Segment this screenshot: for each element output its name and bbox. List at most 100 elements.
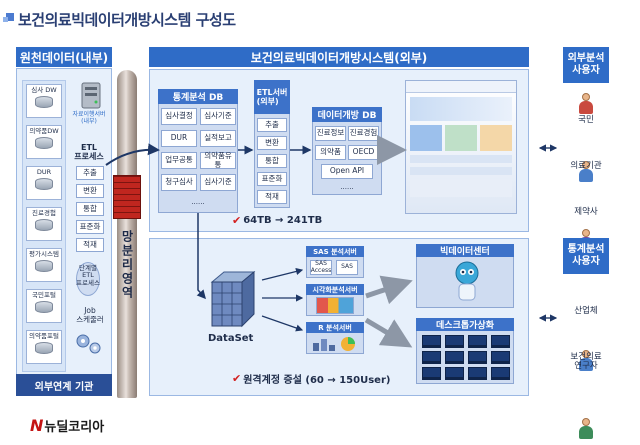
dataset-label: DataSet [208,333,254,344]
network-separation-label: 망분리영역 [120,230,134,300]
stat-db-cell: 의약품유통 [200,152,236,169]
stat-db-cell: 청구심사 [161,174,197,191]
open-db-cell: Open API [321,164,373,179]
etl-step-item: 추출 [76,166,104,180]
etl-server-step: 추출 [257,118,287,132]
virtual-desktop-monitor-icon [491,335,510,348]
virtual-desktop-monitor-icon [445,351,464,364]
sas-tag: SAS Access [310,259,332,275]
etl-server-title: ETL서버 (외부) [254,80,290,114]
user-icon [578,161,594,183]
left-header: 원천데이터(내부) [16,47,112,67]
database-icon [35,260,53,273]
source-db-label: DUR [36,168,52,176]
footer-logo: N뉴딜코리아 [30,416,104,435]
bigdata-center-title: 빅데이터센터 [416,244,514,257]
user-icon [578,350,594,372]
gear-cluster-icon [74,333,104,355]
virtual-desktop-monitor-icon [445,367,464,380]
stat-db-title: 통계분석 DB [158,89,238,104]
external-users-header: 외부분석 사용자 [563,47,609,83]
analysis-server-title: 시각화분석서버 [306,284,364,295]
source-db-label: 의약품DW [29,127,59,135]
server-icon [80,82,102,110]
dataset-cube-icon [202,268,262,330]
capacity-note: ✔ 64TB → 241TB [232,214,322,227]
user-icon [578,93,594,115]
stat-db-cell: 심사결정 [161,108,197,125]
database-icon [35,137,53,150]
stat-db-cell: 심사기준 [200,108,236,125]
open-db-ellipsis: ...... [340,183,354,191]
etl-step-item: 변환 [76,184,104,198]
source-db-label: 심사 DW [31,86,57,94]
check-icon: ✔ [232,372,242,385]
virtual-desktop-monitor-icon [491,367,510,380]
source-db-item: 의약품DW [26,125,62,159]
virtual-desktop-monitor-icon [445,335,464,348]
portal-screen [405,80,517,214]
external-agency-footer: 외부연계 기관 [16,374,112,396]
etl-server-step: 적재 [257,190,287,204]
stat-db-cell: 실적보고 [200,130,236,147]
virtual-desktop-monitor-icon [468,335,487,348]
virtual-desktop-monitor-icon [468,351,487,364]
stat-db-ellipsis: ...... [191,198,205,206]
etl-process-title: ETL 프로세스 [74,143,104,162]
virtual-desktop-monitor-icon [491,351,510,364]
step-etl-label: 단계별 ETL 프로세스 [76,264,100,287]
server-label: 자료이행서버 (내부) [72,111,106,125]
open-db-cell: 진료정보 [315,126,346,141]
stat-users-header: 통계분석 사용자 [563,238,609,274]
etl-step-item: 통합 [76,202,104,216]
database-icon [35,301,53,314]
source-db-item: 심사 DW [26,84,62,118]
source-db-label: 국민포털 [32,291,56,299]
r-chart-icon [312,335,358,352]
open-db-cell: 진료경험 [348,126,379,141]
user-label: 보건의료 연구자 [570,352,602,372]
etl-server-step: 표준화 [257,172,287,186]
open-db-cell: 의약품 [315,145,346,160]
user-label: 국민 [578,115,594,125]
database-icon [35,342,53,355]
center-header: 보건의료빅데이터개방시스템(외부) [149,47,529,67]
stat-db-cell: 업무공통 [161,152,197,169]
user-label: 산업체 [574,306,598,316]
visualization-icon [316,297,354,314]
sas-tag: SAS [336,260,358,275]
remote-account-note-text: 원격계정 증설 (60 → 150User) [243,375,391,386]
stat-db-cell: 심사기준 [200,174,236,191]
logo-mark: N [30,416,44,435]
etl-server-step: 통합 [257,154,287,168]
virtual-desktop-monitor-icon [422,335,441,348]
title-bullet-small-icon [3,17,8,22]
source-db-label: 의약품포털 [29,332,59,340]
analysis-server-title: R 분석서버 [306,322,364,333]
step-etl-badge [76,262,100,296]
source-db-item: 평가시스템 [26,248,62,282]
source-db-label: 평가시스템 [29,250,59,258]
job-scheduler-label: Job 스케줄러 [76,306,104,324]
desktop-virtualization-title: 데스크톱가상화 [416,318,514,331]
logo-text: 뉴딜코리아 [44,420,105,435]
source-db-label: 진료경험 [32,209,56,217]
firewall-icon [113,175,141,219]
virtual-desktop-monitor-icon [422,367,441,380]
open-db-cell: OECD [348,145,379,160]
remote-account-note: ✔ 원격계정 증설 (60 → 150User) [232,371,390,386]
stat-db-cell: DUR [161,130,197,147]
capacity-note-text: 64TB → 241TB [243,215,323,226]
open-db-title: 데이터개방 DB [312,107,382,122]
etl-server-step: 변환 [257,136,287,150]
virtual-desktop-monitor-icon [422,351,441,364]
etl-step-item: 표준화 [76,220,104,234]
database-icon [35,219,53,232]
title-bullet-icon [6,13,14,21]
analysis-server-title: SAS 분석서버 [306,246,364,257]
check-icon: ✔ [232,214,242,227]
user-label: 의료기관 [570,161,602,171]
database-icon [35,96,53,109]
virtual-desktop-monitor-icon [468,367,487,380]
source-db-item: 국민포털 [26,289,62,323]
